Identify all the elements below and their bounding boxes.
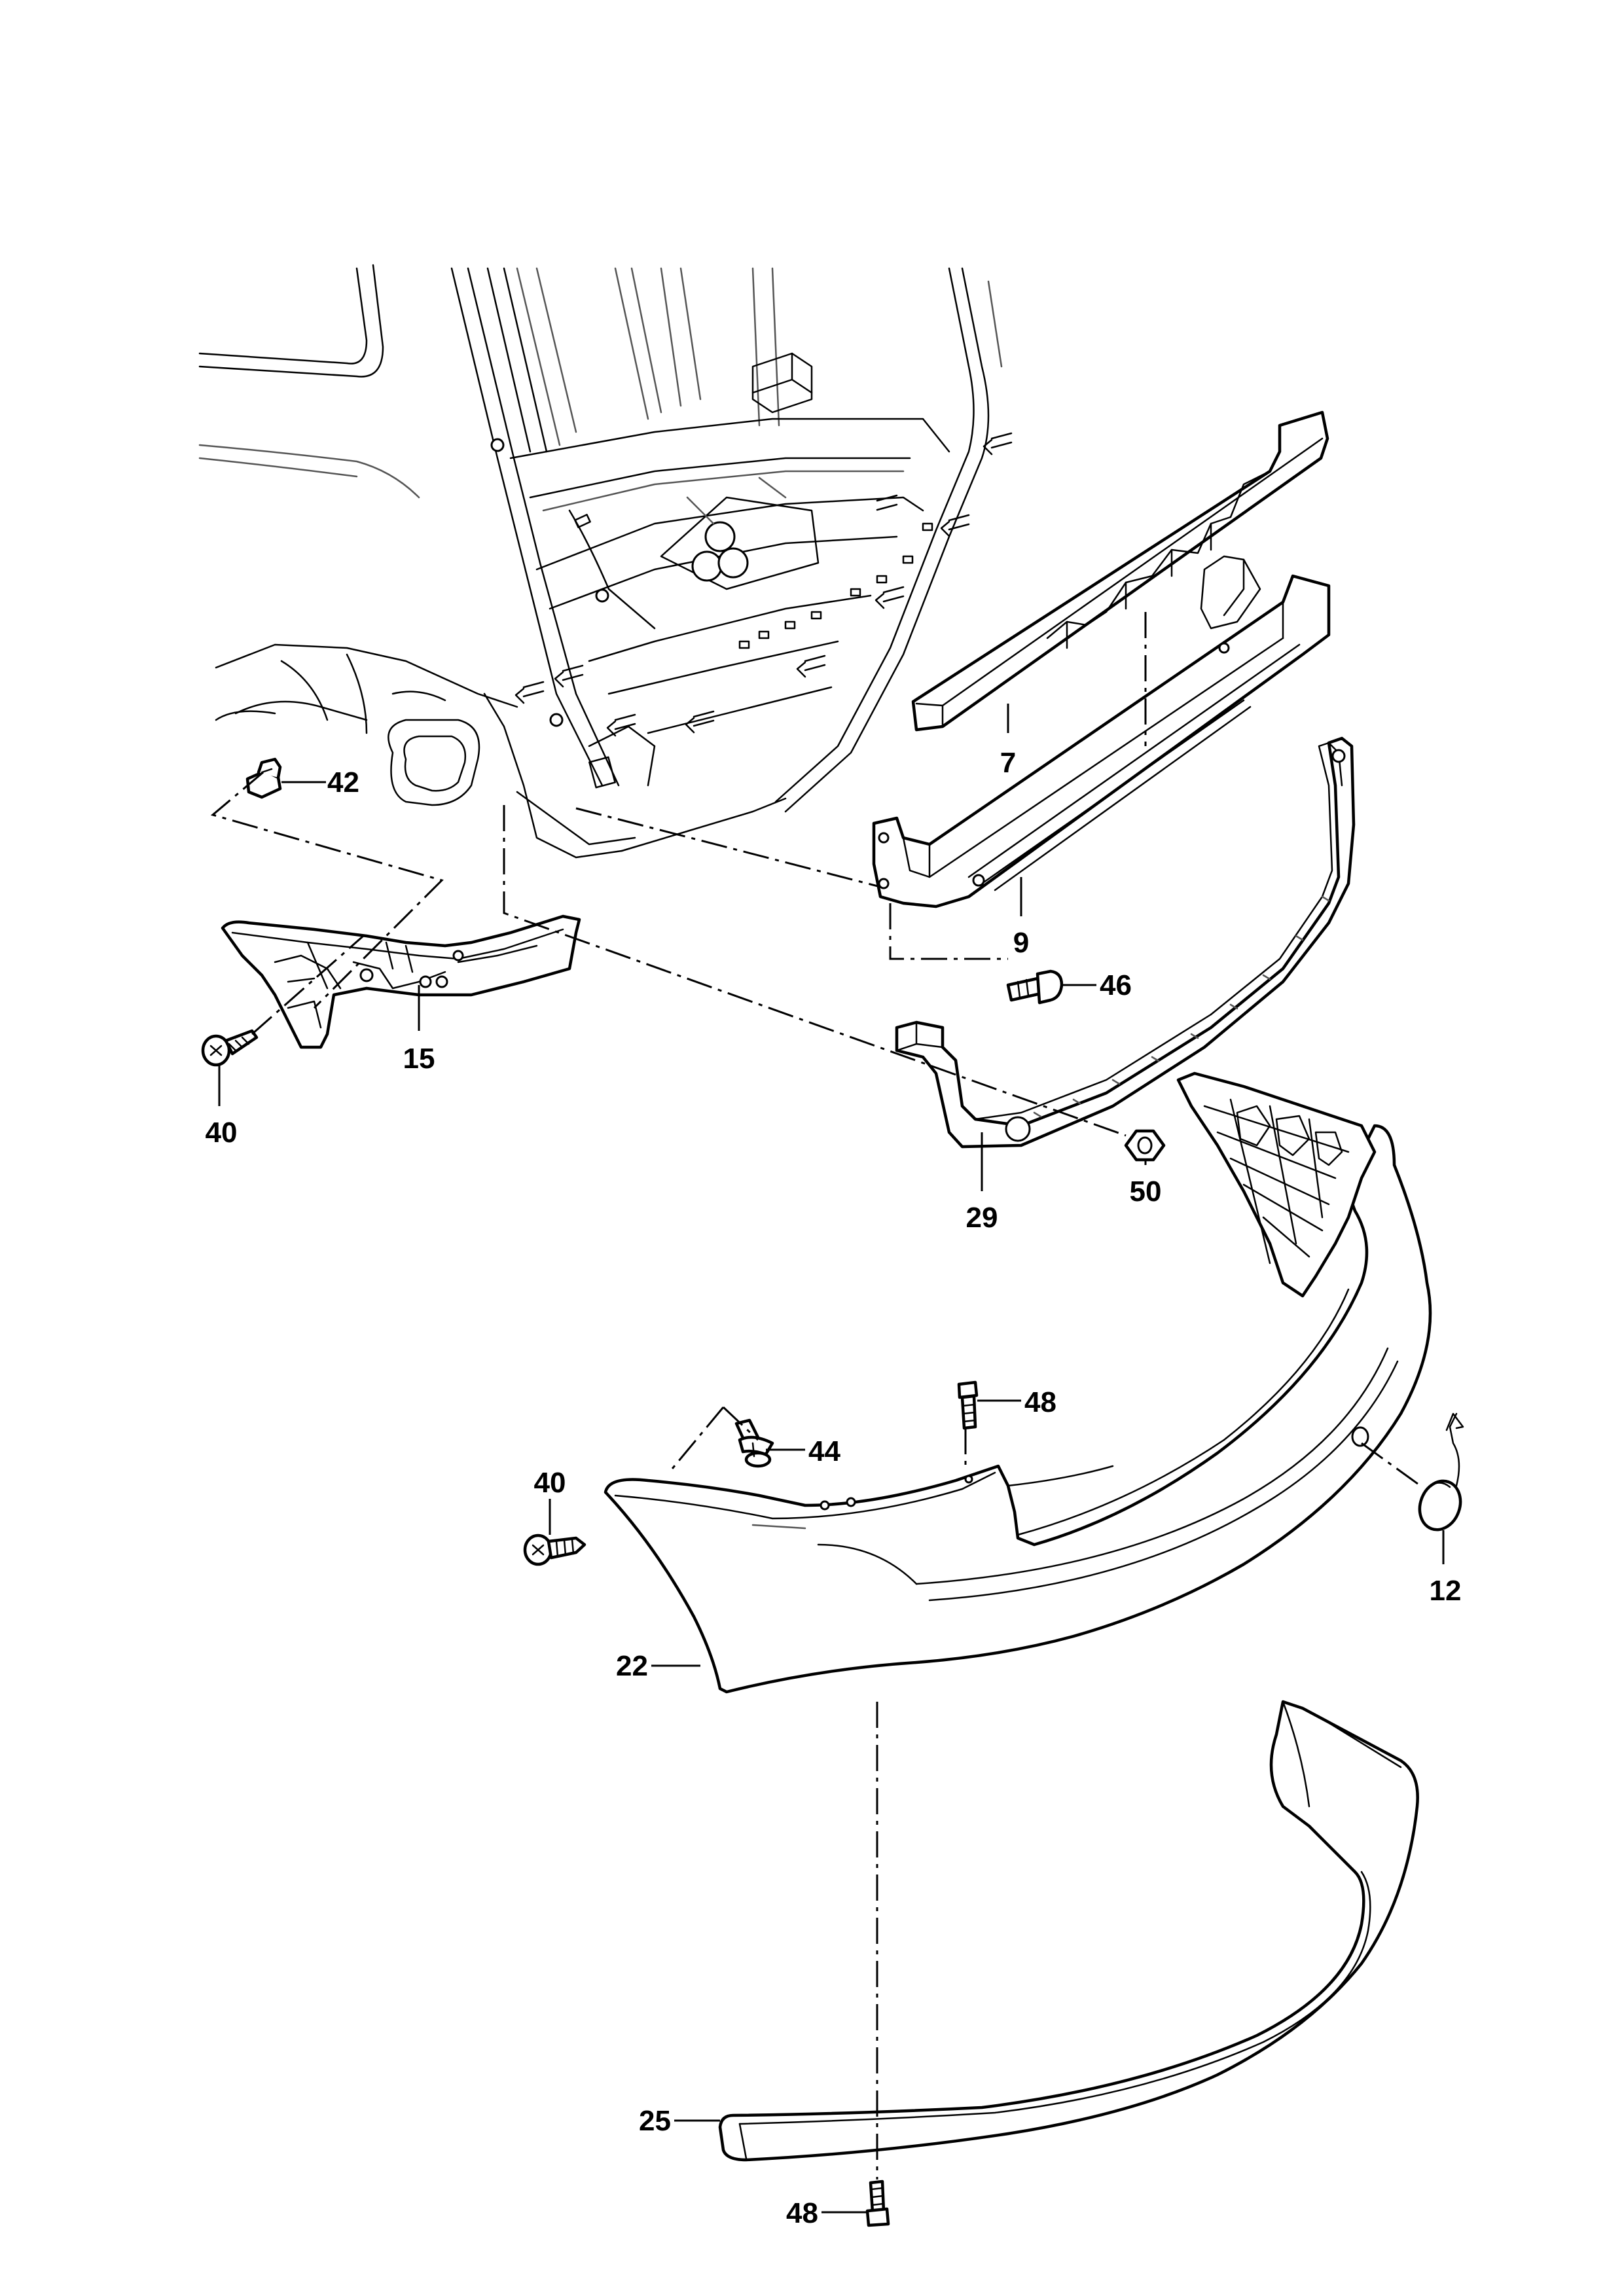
callout-46: 46 [1100, 969, 1132, 1001]
callout-50: 50 [1130, 1175, 1162, 1208]
callout-25: 25 [639, 2105, 671, 2137]
callout-29: 29 [966, 1202, 998, 1234]
fastener-40-screw-upper [201, 1029, 259, 1067]
body-studs [514, 432, 1013, 737]
callout-48-upper: 48 [1024, 1386, 1056, 1418]
callout-42: 42 [327, 766, 359, 798]
callout-9: 9 [1013, 927, 1029, 959]
callout-40-lower: 40 [534, 1467, 566, 1499]
fastener-48-screw-upper [957, 1380, 979, 1430]
fastener-50-nut [1124, 1129, 1166, 1162]
fastener-42-clip [245, 757, 282, 799]
callout-labels: 7 9 42 46 15 40 50 29 48 44 40 12 22 25 … [206, 747, 1462, 2229]
part-22-bumper-cover [604, 1071, 1432, 1694]
callout-22: 22 [616, 1650, 648, 1682]
fastener-40-screw-lower [523, 1534, 586, 1566]
callout-48-lower: 48 [786, 2197, 818, 2229]
fastener-44-clip [734, 1418, 774, 1468]
part-25-lower-trim [718, 1700, 1419, 2162]
fastener-46-bolt [1006, 969, 1064, 1005]
callout-7: 7 [1000, 747, 1016, 779]
callout-40-upper: 40 [206, 1117, 238, 1149]
assembly-centerlines [210, 612, 1421, 2179]
body-slots [490, 438, 933, 727]
fastener-48-screw-lower [865, 2179, 890, 2227]
callout-12: 12 [1430, 1575, 1462, 1607]
callout-15: 15 [403, 1043, 435, 1075]
vehicle-rear-body-shell [198, 264, 1013, 859]
leader-lines [218, 704, 1445, 2214]
part-15-side-bracket [221, 914, 581, 1049]
part-9-bumper-reinforcement [872, 555, 1331, 908]
callout-44: 44 [808, 1435, 840, 1467]
part-7-energy-absorber [911, 410, 1329, 732]
part-29-bumper-guide-bracket [895, 736, 1356, 1149]
part-12-sensor-cap [1418, 1412, 1464, 1532]
